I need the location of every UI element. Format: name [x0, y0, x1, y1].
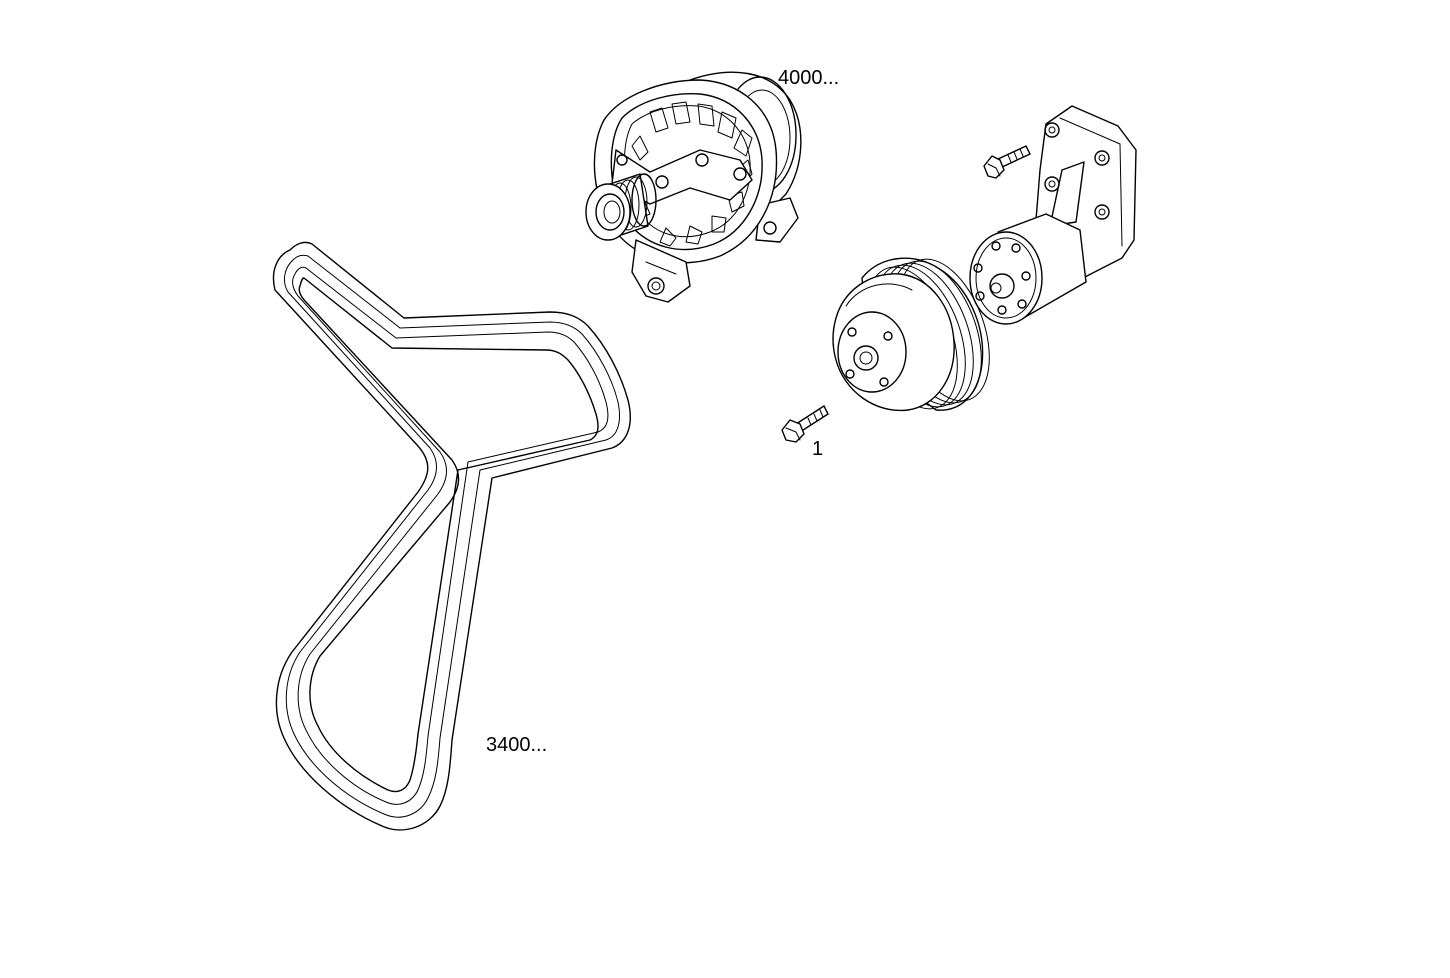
- idler-pulley[interactable]: [832, 247, 1007, 421]
- alternator-pulley[interactable]: [585, 173, 657, 241]
- screw-lower[interactable]: [781, 405, 829, 443]
- callout-screw: 1: [812, 438, 823, 460]
- callout-belt: 3400...: [486, 734, 547, 756]
- mounting-bracket[interactable]: [969, 105, 1137, 325]
- callout-alternator: 4000...: [778, 67, 839, 89]
- alternator[interactable]: [585, 71, 802, 303]
- screw-upper[interactable]: [983, 145, 1031, 179]
- drive-belt[interactable]: [272, 241, 631, 831]
